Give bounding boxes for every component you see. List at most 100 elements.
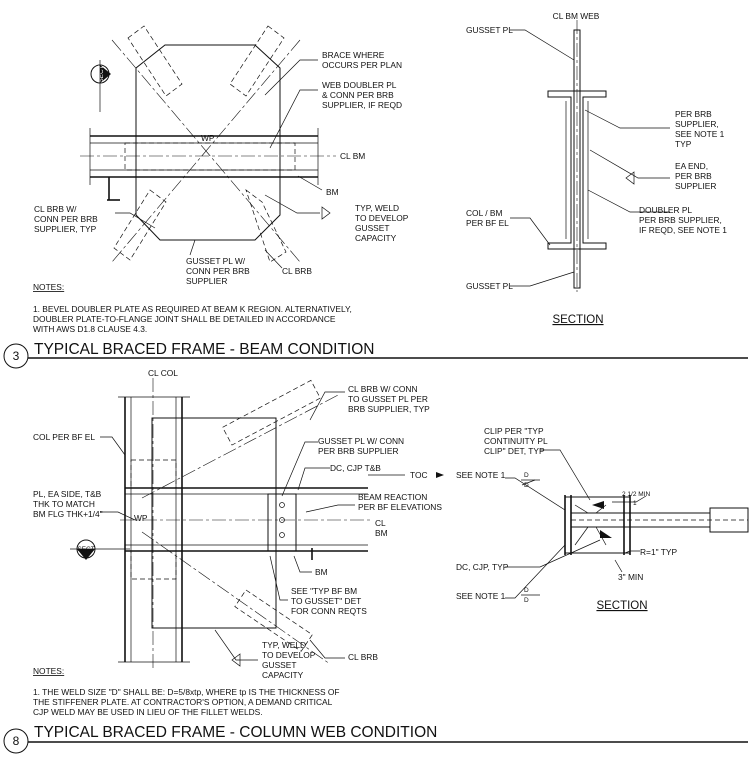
detail-title-3: TYPICAL BRACED FRAME - BEAM CONDITION xyxy=(34,341,374,358)
gusset-conn-8-line1: GUSSET PL W/ CONN xyxy=(318,436,404,446)
wp-label-8: WP xyxy=(134,513,148,523)
cl-brb-label-8: CL BRB xyxy=(348,652,378,662)
pl-ea-side-line1: PL, EA SIDE, T&B xyxy=(33,489,102,499)
d-top-2: D xyxy=(524,482,529,489)
per-brb-line1: PER BRB xyxy=(675,109,712,119)
cl-brb-conn-line3: SUPPLIER, TYP xyxy=(34,224,97,234)
see-note-top: SEE NOTE 1 xyxy=(456,470,506,480)
typ-weld-line3: GUSSET xyxy=(355,223,389,233)
gusset-conn-8-line2: PER BRB SUPPLIER xyxy=(318,446,399,456)
bm-bottom-label: BM xyxy=(315,567,328,577)
see-typ-line2: TO GUSSET" DET xyxy=(291,596,361,606)
col-bm-line1: COL / BM xyxy=(466,208,502,218)
bm-label-3: BM xyxy=(326,187,339,197)
notes-heading-3: NOTES: xyxy=(33,282,64,292)
detail-number-8: 8 xyxy=(13,734,20,748)
detail-3-section: CL BM WEB GUSSET PL PER BRB SUPPLIER, SE… xyxy=(466,11,727,326)
detail-number-circle-3 xyxy=(3,343,29,369)
see-typ-line1: SEE "TYP BF BM xyxy=(291,586,357,596)
pl-ea-side-line3: BM FLG THK+1/4" xyxy=(33,509,103,519)
brb-centerline-2 xyxy=(111,39,301,263)
note-3-line3: WITH AWS D1.8 CLAUSE 4.3. xyxy=(33,324,147,334)
notes-heading-8: NOTES: xyxy=(33,666,64,676)
cl-bm-label: CL BM xyxy=(340,151,365,161)
typ-weld-line1: TYP, WELD xyxy=(355,203,399,213)
typ-weld-line4: CAPACITY xyxy=(355,233,397,243)
typ-weld-8-line4: CAPACITY xyxy=(262,670,304,680)
section-title-8: SECTION xyxy=(596,600,647,612)
detail-8-notes: NOTES: 1. THE WELD SIZE "D" SHALL BE: D=… xyxy=(33,666,340,717)
detail-3-title-block: 3 TYPICAL BRACED FRAME - BEAM CONDITION xyxy=(3,341,748,369)
see-typ-line3: FOR CONN REQTS xyxy=(291,606,367,616)
cl-label-8: CL xyxy=(375,518,386,528)
note-3-line2: DOUBLER PLATE-TO-FLANGE JOINT SHALL BE D… xyxy=(33,314,336,324)
typ-weld-8-line2: TO DEVELOP xyxy=(262,650,316,660)
doubler-pl-line3: IF REQD, SEE NOTE 1 xyxy=(639,225,727,235)
detail-3-elevation: SECT WP BRACE WHERE OCCURS PER PLAN WEB … xyxy=(34,25,409,286)
doubler-pl-line2: PER BRB SUPPLIER, xyxy=(639,215,722,225)
ea-end-line2: PER BRB xyxy=(675,171,712,181)
note-3-line1: 1. BEVEL DOUBLER PLATE AS REQUIRED AT BE… xyxy=(33,304,352,314)
cl-brb-conn-line1: CL BRB W/ xyxy=(34,204,77,214)
typ-weld-8-line1: TYP, WELD xyxy=(262,640,306,650)
r1-typ-label: R=1" TYP xyxy=(640,547,677,557)
shear-tab xyxy=(267,493,297,552)
gusset-conn-line2: CONN PER BRB xyxy=(186,266,250,276)
web-doubler-line2: & CONN PER BRB xyxy=(322,90,394,100)
cl-bm-web-label: CL BM WEB xyxy=(553,11,600,21)
gusset-conn-line3: SUPPLIER xyxy=(186,276,227,286)
dc-cjp-typ-label: DC, CJP, TYP xyxy=(456,562,509,572)
detail-8-title-block: 8 TYPICAL BRACED FRAME - COLUMN WEB COND… xyxy=(3,724,748,754)
dim-2-1-2-min: 2 1/2 MIN xyxy=(622,491,650,498)
ea-end-line3: SUPPLIER xyxy=(675,181,716,191)
clip-line3: CLIP" DET, TYP xyxy=(484,446,545,456)
detail-number-3: 3 xyxy=(13,349,20,363)
gusset-pl-bottom-label: GUSSET PL xyxy=(466,281,513,291)
cl-brb-conn-8-line1: CL BRB W/ CONN xyxy=(348,384,418,394)
wp-label-3: WP xyxy=(201,133,215,143)
detail-title-8: TYPICAL BRACED FRAME - COLUMN WEB CONDIT… xyxy=(34,724,437,741)
beam-section xyxy=(547,90,607,250)
col-per-bf-label: COL PER BF EL xyxy=(33,432,95,442)
gusset-plate xyxy=(135,44,281,241)
clip-line1: CLIP PER "TYP xyxy=(484,426,544,436)
note-8-line1: 1. THE WELD SIZE "D" SHALL BE: D=5/8xtp,… xyxy=(33,687,340,697)
d-top-1: D xyxy=(524,472,529,479)
brb-lower xyxy=(234,589,313,652)
see-note-bottom: SEE NOTE 1 xyxy=(456,591,506,601)
doubler-pl-line1: DOUBLER PL xyxy=(639,205,692,215)
brb-upper-left xyxy=(127,25,183,97)
brace-where-line1: BRACE WHERE xyxy=(322,50,385,60)
note-8-line2: THE STIFFENER PLATE. AT CONTRACTOR'S OPT… xyxy=(33,697,333,707)
beam-reaction-line1: BEAM REACTION xyxy=(358,492,427,502)
brb-centerline-upper xyxy=(141,393,341,499)
per-brb-line2: SUPPLIER, xyxy=(675,119,719,129)
typ-weld-line2: TO DEVELOP xyxy=(355,213,409,223)
per-brb-line4: TYP xyxy=(675,139,692,149)
section-title-3: SECTION xyxy=(552,314,603,326)
clip-line2: CONTINUITY PL xyxy=(484,436,548,446)
cl-brb-conn-8-line2: TO GUSSET PL PER xyxy=(348,394,428,404)
min-3-label: 3" MIN xyxy=(618,572,643,582)
web-doubler-line1: WEB DOUBLER PL xyxy=(322,80,397,90)
brace-where-line2: OCCURS PER PLAN xyxy=(322,60,402,70)
brb-upper-right xyxy=(229,25,285,97)
cl-brb-conn-line2: CONN PER BRB xyxy=(34,214,98,224)
per-brb-line3: SEE NOTE 1 xyxy=(675,129,725,139)
detail-3-notes: NOTES: 1. BEVEL DOUBLER PLATE AS REQUIRE… xyxy=(33,282,352,334)
dim-1: 1 xyxy=(633,500,637,507)
gusset-plate-col xyxy=(151,417,277,629)
brb-centerline-lower xyxy=(141,531,331,665)
toc-label: TOC xyxy=(410,470,428,480)
sect-tag-8: SECT xyxy=(77,546,94,553)
ea-end-line1: EA END, xyxy=(675,161,708,171)
detail-number-circle-8 xyxy=(3,728,29,754)
detail-8-section: CLIP PER "TYP CONTINUITY PL CLIP" DET, T… xyxy=(456,426,749,612)
sect-tag-3: SECT xyxy=(98,65,105,82)
col-bm-line2: PER BF EL xyxy=(466,218,509,228)
gusset-conn-line1: GUSSET PL W/ xyxy=(186,256,246,266)
cl-brb-label-3: CL BRB xyxy=(282,266,312,276)
typ-weld-8-line3: GUSSET xyxy=(262,660,296,670)
pl-ea-side-line2: THK TO MATCH xyxy=(33,499,95,509)
web-doubler-plate xyxy=(124,142,296,171)
